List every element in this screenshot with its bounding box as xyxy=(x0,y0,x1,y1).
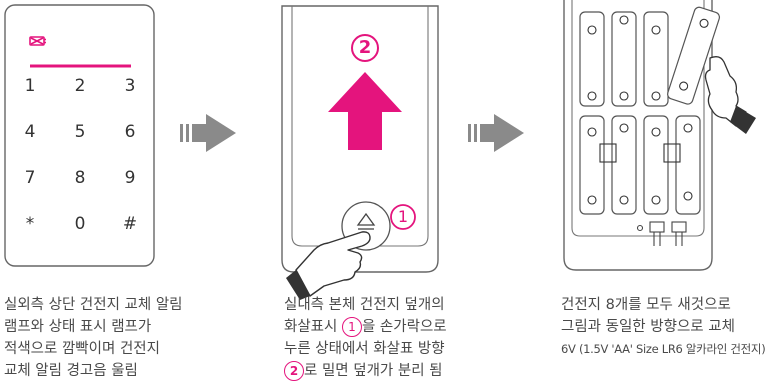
keypad-key[interactable]: * xyxy=(25,214,35,234)
caption-line: 2 로 밀면 덮개가 분리 됨 xyxy=(284,360,524,382)
caption-line: 건전지 8개를 모두 새것으로 xyxy=(561,297,731,313)
battery-compartment-drawing xyxy=(563,0,756,271)
keypad-key[interactable]: 7 xyxy=(24,168,36,188)
keypad-key[interactable]: 6 xyxy=(124,122,136,142)
caption-line: 적색으로 깜빡이며 건전지 xyxy=(4,341,160,357)
battery-alarm-icon xyxy=(29,36,46,46)
step-1-caption: 실외측 상단 건전지 교체 알림 램프와 상태 표시 램프가 적색으로 깜빡이며… xyxy=(4,294,264,382)
keypad-key[interactable]: 2 xyxy=(74,76,86,96)
keypad-key[interactable]: 1 xyxy=(24,76,36,96)
battery-compartment-panel xyxy=(560,0,760,275)
step-1-badge-label: 1 xyxy=(397,207,409,226)
step-2-badge-top xyxy=(351,34,379,62)
caption-line: 실내측 본체 건전지 덮개의 xyxy=(284,297,445,313)
keypad-key[interactable]: 8 xyxy=(74,168,86,188)
keypad-key[interactable]: 3 xyxy=(124,76,136,96)
caption-line: 누른 상태에서 화살표 방향 xyxy=(284,341,445,357)
caption-text: 로 밀면 덮개가 분리 됨 xyxy=(304,363,443,379)
step-2-caption: 실내측 본체 건전지 덮개의 화살표시 1 을 손가락으로 누른 상태에서 화살표… xyxy=(284,294,524,382)
keypad-key[interactable]: 0 xyxy=(74,214,86,234)
battery-spec-line: 6V (1.5V 'AA' Size LR6 알카라인 건전지) xyxy=(561,342,766,356)
step-2-badge-top-label: 2 xyxy=(358,37,372,58)
inline-step-2-badge-label: 2 xyxy=(289,364,299,378)
keypad-key[interactable]: 4 xyxy=(24,122,36,142)
inline-step-1-badge: 1 xyxy=(341,317,362,337)
caption-line: 램프와 상태 표시 램프가 xyxy=(4,319,152,335)
caption-line: 실외측 상단 건전지 교체 알림 xyxy=(4,297,183,313)
caption-line: 교체 알림 경고음 울림 xyxy=(4,363,138,379)
keypad-key[interactable]: 5 xyxy=(74,122,86,142)
caption-line: 화살표시 1 을 손가락으로 xyxy=(284,316,524,338)
step-1-badge xyxy=(390,204,416,230)
caption-line: 그림과 동일한 방향으로 교체 xyxy=(561,319,735,335)
indoor-cover-panel: 2 1 xyxy=(270,0,450,300)
caption-text: 화살표시 xyxy=(284,319,342,335)
outdoor-keypad-panel: 1 2 3 4 5 6 7 8 9 * 0 # xyxy=(0,0,160,270)
inline-step-1-badge-label: 1 xyxy=(348,320,356,334)
keypad-key[interactable]: 9 xyxy=(124,168,136,188)
keypad-key[interactable]: # xyxy=(122,214,138,234)
caption-text: 을 손가락으로 xyxy=(361,319,447,335)
inline-step-2-badge: 2 xyxy=(284,361,304,381)
step-3-caption: 건전지 8개를 모두 새것으로 그림과 동일한 방향으로 교체 6V (1.5V… xyxy=(561,294,783,360)
keypad-frame xyxy=(4,4,155,267)
